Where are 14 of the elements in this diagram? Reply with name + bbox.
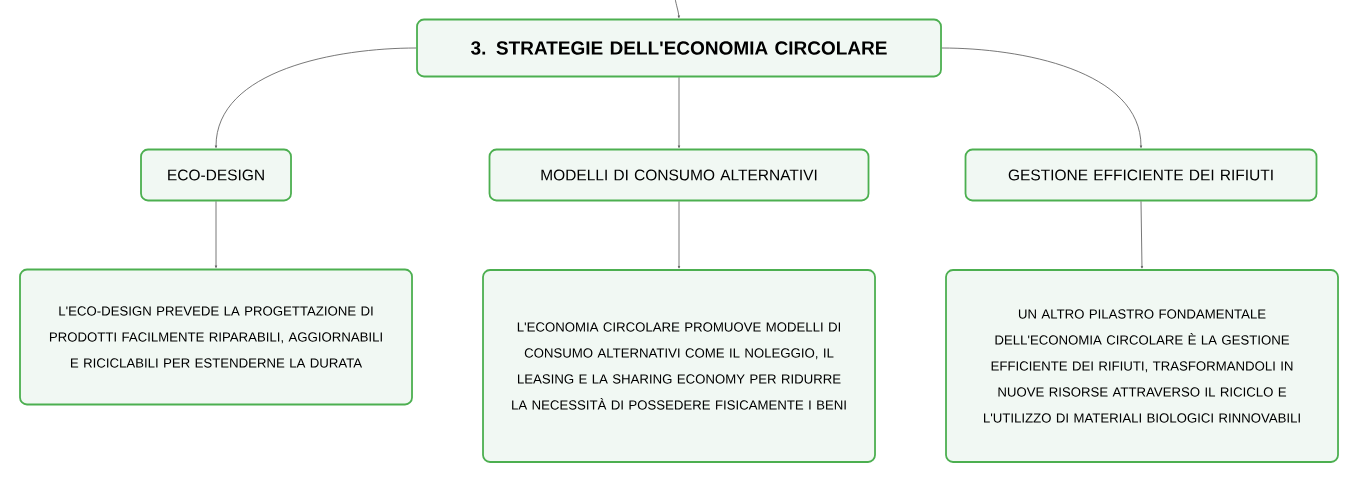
arrow [214, 201, 218, 268]
arrow [677, 77, 681, 148]
description-box: UN ALTRO PILASTRO FONDAMENTALE DELL'ECONOMIA CIRCOLARE È LA GESTIONE EFFICIENTE DEI RIFIUTI, TRASFORMANDOLI IN NUOVE RISORSE ATTRAVERSO IL RICICLO E L'UTILIZZO DI MATERIALI BIOLOGICI RINNOVABILI [945, 269, 1339, 463]
arrow [214, 47, 417, 148]
topic-box: MODELLI DI CONSUMO ALTERNATIVI [488, 148, 870, 202]
description-box: L'ECO-DESIGN PREVEDE LA PROGETTAZIONE DI PRODOTTI FACILMENTE RIPARABILI, AGGIORNABILI E RICICLABILI PER ESTENDERNE LA DURATA [19, 268, 413, 406]
topic-box: GESTIONE EFFICIENTE DEI RIFIUTI [964, 148, 1318, 202]
arrow [1140, 201, 1144, 269]
arrow [941, 47, 1143, 148]
description-box: L'ECONOMIA CIRCOLARE PROMUOVE MODELLI DI CONSUMO ALTERNATIVI COME IL NOLEGGIO, IL LEASING E LA SHARING ECONOMY PER RIDURRE LA NECESSITÀ DI POSSEDERE FISICAMENTE I BENI [482, 269, 876, 463]
topic-box: ECO-DESIGN [140, 148, 292, 202]
arrow [674, 0, 680, 18]
arrow [677, 201, 681, 269]
title-box: 3. STRATEGIE DELL'ECONOMIA CIRCOLARE [416, 18, 942, 78]
